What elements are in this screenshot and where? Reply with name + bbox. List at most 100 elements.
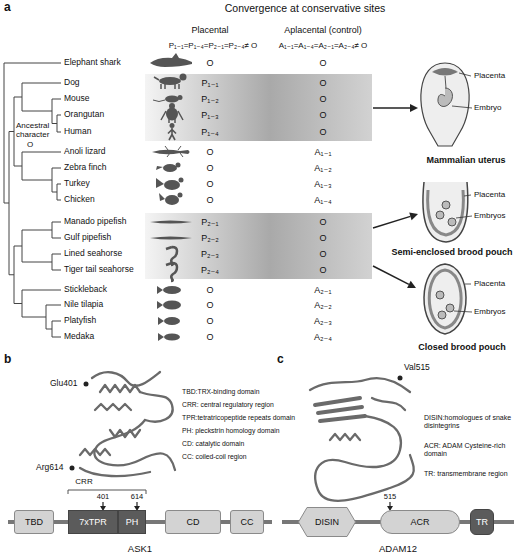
state-code: O bbox=[206, 300, 213, 310]
ancestral-state: O bbox=[27, 141, 33, 150]
species-name: Nile tilapia bbox=[64, 300, 103, 310]
animal-silhouette bbox=[176, 163, 181, 168]
column-header: Convergence at conservative sites bbox=[225, 3, 386, 15]
semi-pouch-illustration bbox=[436, 211, 444, 219]
state-code: O bbox=[319, 265, 326, 275]
pointer-arrow bbox=[373, 107, 410, 109]
semi-pouch-illustration bbox=[423, 182, 472, 242]
column-header: A₁₋₁=A₁₋₄=A₂₋₁=A₂₋₄≠ O bbox=[279, 42, 368, 51]
state-code: O bbox=[206, 147, 213, 157]
animal-silhouette bbox=[159, 193, 165, 201]
species-name: Gulf pipefish bbox=[64, 233, 111, 243]
illustration-label: Embryos bbox=[474, 212, 506, 221]
illustration-label: Embryo bbox=[474, 104, 502, 113]
domain-name: CC bbox=[241, 518, 254, 527]
closed-pouch-illustration bbox=[429, 270, 461, 328]
uterus-illustration bbox=[452, 73, 472, 108]
uterus-illustration bbox=[432, 68, 458, 76]
state-code: O bbox=[319, 127, 326, 137]
protein-structure bbox=[330, 434, 360, 440]
animal-silhouette bbox=[178, 95, 183, 100]
animal-silhouette bbox=[161, 111, 183, 123]
semi-pouch-illustration bbox=[428, 190, 464, 235]
animal-silhouette bbox=[178, 193, 183, 198]
state-code: P₁₋₁ bbox=[202, 78, 219, 88]
protein-structure bbox=[80, 372, 414, 501]
species-name: Mouse bbox=[64, 94, 90, 104]
pointer-arrow bbox=[373, 104, 418, 288]
state-code: O bbox=[319, 110, 326, 120]
phylogeny-tree bbox=[9, 246, 52, 337]
semi-pouch-illustration bbox=[423, 182, 468, 242]
state-code: P₁₋₄ bbox=[201, 127, 218, 137]
domain-name: PH bbox=[126, 518, 139, 527]
pointer-arrow bbox=[373, 216, 410, 228]
animal-silhouette bbox=[150, 53, 192, 341]
illustration-label: Closed brood pouch bbox=[418, 342, 506, 352]
domain-box: CC bbox=[230, 510, 264, 534]
animal-silhouette bbox=[164, 317, 180, 325]
shaded-band bbox=[145, 74, 372, 141]
ancestral-state: Ancestral character bbox=[16, 122, 52, 140]
phylogeny-tree bbox=[4, 63, 61, 337]
species-name: Chicken bbox=[64, 195, 95, 205]
species-name: Manado pipefish bbox=[64, 217, 126, 227]
protein-structure bbox=[92, 372, 160, 386]
animal-silhouette bbox=[157, 286, 163, 294]
state-code: O bbox=[319, 94, 326, 104]
domain-name: TBD bbox=[25, 518, 43, 527]
domain-note: DISIN:homologues of snake disintegrins bbox=[424, 414, 516, 430]
protein-structure bbox=[140, 392, 173, 422]
illustration-label: Embryos bbox=[474, 308, 506, 317]
state-code: O bbox=[206, 316, 213, 326]
domain-name: 7xTPR bbox=[79, 518, 107, 527]
animal-silhouette bbox=[165, 195, 179, 205]
residue-label: Glu401 bbox=[50, 379, 77, 389]
state-code: O bbox=[319, 233, 326, 243]
domain-oval: ACR bbox=[380, 510, 460, 534]
domain-name: DISIN bbox=[315, 518, 339, 527]
uterus-illustration bbox=[421, 63, 469, 146]
species-name: Elephant shark bbox=[64, 58, 121, 68]
animal-silhouette bbox=[169, 103, 175, 109]
uterus-illustration bbox=[421, 63, 472, 146]
animal-silhouette bbox=[164, 334, 180, 341]
phylogeny-tree bbox=[4, 63, 9, 275]
illustration-label: Placenta bbox=[474, 72, 505, 81]
domain-note: TR: transmembrane region bbox=[424, 470, 516, 478]
animal-silhouette bbox=[154, 77, 179, 89]
pointer-arrow bbox=[407, 281, 416, 288]
protein-structure bbox=[315, 416, 413, 501]
species-name: Zebra finch bbox=[64, 163, 107, 173]
residue-label: Val515 bbox=[404, 363, 430, 373]
site-arrow bbox=[389, 502, 390, 506]
state-code: A₂₋₁ bbox=[314, 285, 331, 295]
animal-silhouette bbox=[150, 53, 192, 67]
shaded-band bbox=[145, 213, 372, 279]
domain-note: CD: catalytic domain bbox=[182, 440, 244, 448]
region-label: CRR bbox=[75, 478, 92, 487]
state-code: P₂₋₂ bbox=[201, 233, 219, 243]
domain-box: 7xTPR bbox=[68, 510, 118, 534]
residue-label: Arg614 bbox=[36, 463, 63, 473]
animal-silhouette bbox=[156, 166, 163, 170]
state-code: A₁₋₄ bbox=[314, 195, 331, 205]
protein-structure bbox=[310, 378, 410, 392]
pointer-arrow bbox=[373, 266, 409, 284]
species-name: Orangutan bbox=[64, 110, 104, 120]
protein-structure bbox=[100, 385, 140, 392]
animal-silhouette bbox=[153, 100, 165, 102]
domain-note: ACR: ADAM Cysteine-rich domain bbox=[424, 442, 516, 458]
state-code: P₂₋₁ bbox=[201, 217, 218, 227]
animal-silhouette bbox=[166, 108, 178, 121]
illustration-label: Placenta bbox=[474, 280, 505, 289]
protein-structure bbox=[372, 398, 405, 410]
state-code: P₁₋₂ bbox=[201, 94, 218, 104]
state-code: O bbox=[319, 78, 326, 88]
animal-silhouette bbox=[156, 178, 164, 188]
animal-silhouette bbox=[170, 123, 175, 128]
species-name: Lined seahorse bbox=[64, 249, 122, 259]
species-name: Turkey bbox=[64, 179, 90, 189]
state-code: A₂₋₂ bbox=[314, 300, 332, 310]
